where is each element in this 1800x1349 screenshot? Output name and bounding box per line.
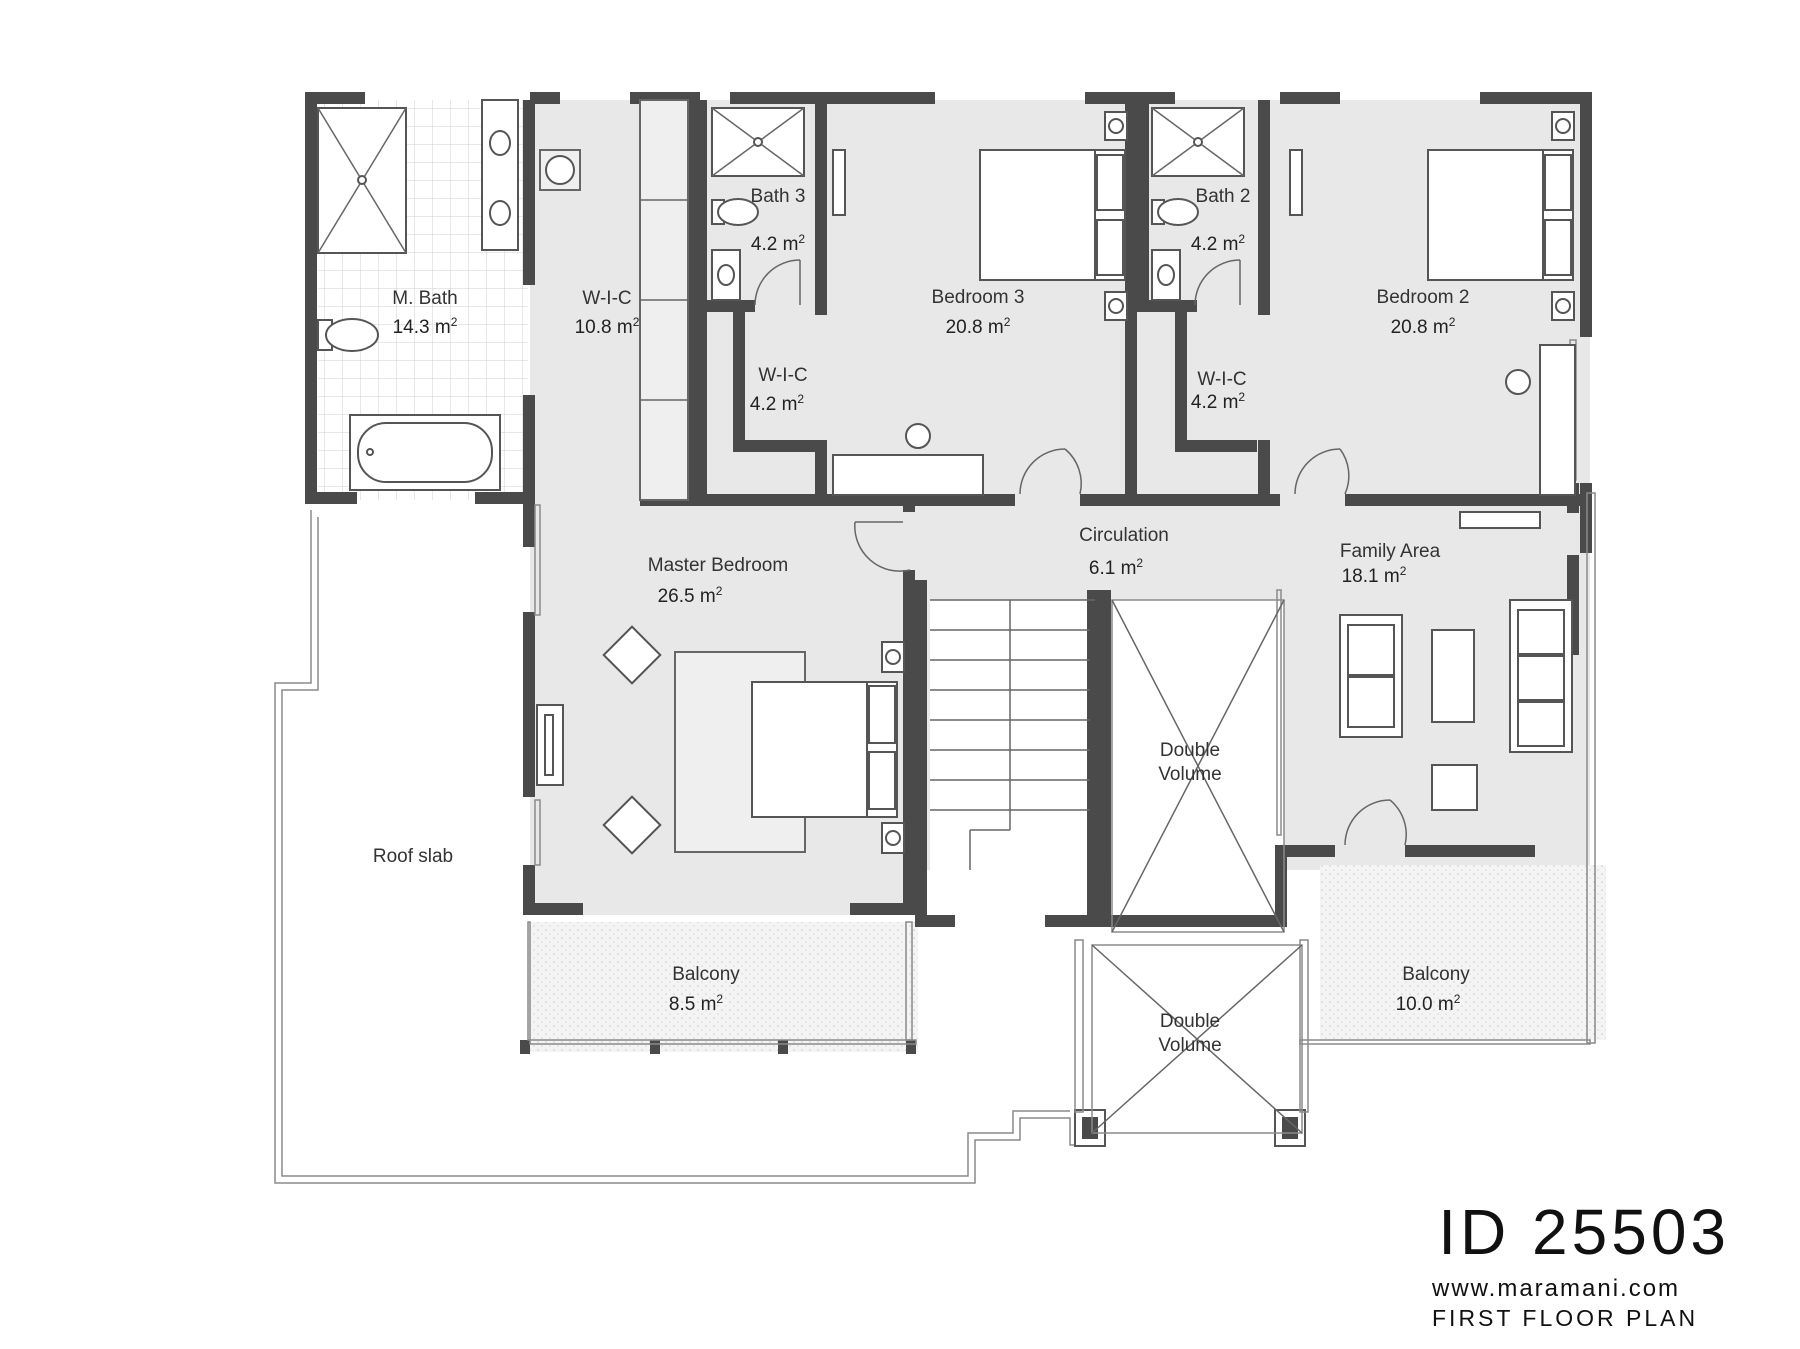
plan-id: ID 25503: [1438, 1196, 1730, 1268]
label-wic3: W-I-C: [758, 365, 807, 386]
room-labels: M. Bath 14.3 m2 W-I-C 10.8 m2 Bath 3 4.2…: [373, 186, 1470, 1056]
master-bath-fixtures: [317, 99, 519, 491]
label-wic-master: W-I-C: [582, 288, 631, 309]
svg-text:14.3 m2: 14.3 m2: [393, 315, 458, 338]
svg-text:20.8 m2: 20.8 m2: [946, 315, 1011, 338]
bath2-fixtures: [1151, 107, 1245, 306]
bath3-fixtures: [711, 107, 805, 306]
area-bedroom2: 20.8 m: [1391, 317, 1449, 338]
svg-text:4.2 m2: 4.2 m2: [1191, 232, 1246, 255]
svg-text:10.8 m2: 10.8 m2: [575, 315, 640, 338]
bedroom3-fixtures: [832, 111, 1128, 496]
svg-text:4.2 m2: 4.2 m2: [750, 392, 805, 415]
label-bath3: Bath 3: [751, 186, 806, 207]
svg-text:8.5 m2: 8.5 m2: [669, 992, 724, 1015]
area-family-area: 18.1 m: [1342, 566, 1400, 587]
label-roof-slab: Roof slab: [373, 846, 453, 867]
master-bedroom-fixtures: [536, 521, 911, 855]
area-circulation: 6.1 m: [1089, 558, 1137, 579]
label-bedroom3: Bedroom 3: [932, 287, 1025, 308]
svg-text:10.0 m2: 10.0 m2: [1396, 992, 1461, 1015]
label-double-volume-lower-1: Double: [1160, 1011, 1220, 1032]
area-wic2: 4.2 m: [1191, 392, 1239, 413]
area-wic3: 4.2 m: [750, 394, 798, 415]
website-url[interactable]: www.maramani.com: [1432, 1275, 1681, 1302]
label-circulation: Circulation: [1079, 525, 1169, 546]
label-balcony-left: Balcony: [672, 964, 740, 985]
area-bath3: 4.2 m: [751, 234, 799, 255]
bedroom2-fixtures: [1289, 111, 1576, 496]
balcony-right-floor: [1320, 865, 1606, 1040]
area-master-bath: 14.3 m: [393, 317, 451, 338]
area-wic-master: 10.8 m: [575, 317, 633, 338]
label-bedroom2: Bedroom 2: [1377, 287, 1470, 308]
svg-text:4.2 m2: 4.2 m2: [751, 232, 806, 255]
svg-text:20.8 m2: 20.8 m2: [1391, 315, 1456, 338]
label-bath2: Bath 2: [1196, 186, 1251, 207]
label-family-area: Family Area: [1340, 541, 1441, 562]
svg-text:4.2 m2: 4.2 m2: [1191, 390, 1246, 413]
plan-subtitle: FIRST FLOOR PLAN: [1432, 1305, 1699, 1331]
label-double-volume-upper-2: Volume: [1158, 764, 1221, 785]
svg-text:6.1 m2: 6.1 m2: [1089, 556, 1144, 579]
label-balcony-right: Balcony: [1402, 964, 1470, 985]
svg-text:18.1 m2: 18.1 m2: [1342, 564, 1407, 587]
label-double-volume-upper-1: Double: [1160, 740, 1220, 761]
roof-slab-outline: [274, 510, 1078, 1184]
label-master-bath: M. Bath: [392, 288, 457, 309]
area-master-bedroom: 26.5 m: [658, 586, 716, 607]
master-wic-fixtures: [539, 99, 689, 501]
label-wic2: W-I-C: [1197, 369, 1246, 390]
family-area-fixtures: [1339, 511, 1573, 846]
svg-text:26.5 m2: 26.5 m2: [658, 584, 723, 607]
label-double-volume-lower-2: Volume: [1158, 1035, 1221, 1056]
balcony-left-floor: [528, 922, 918, 1052]
double-volume-diagonals: [1091, 599, 1303, 1134]
area-balcony-right: 10.0 m: [1396, 994, 1454, 1015]
area-bath2: 4.2 m: [1191, 234, 1239, 255]
label-master-bedroom: Master Bedroom: [648, 555, 788, 576]
double-volume-lower: [1080, 945, 1320, 1135]
area-bedroom3: 20.8 m: [946, 317, 1004, 338]
staircase: [930, 599, 1095, 870]
area-balcony-left: 8.5 m: [669, 994, 717, 1015]
